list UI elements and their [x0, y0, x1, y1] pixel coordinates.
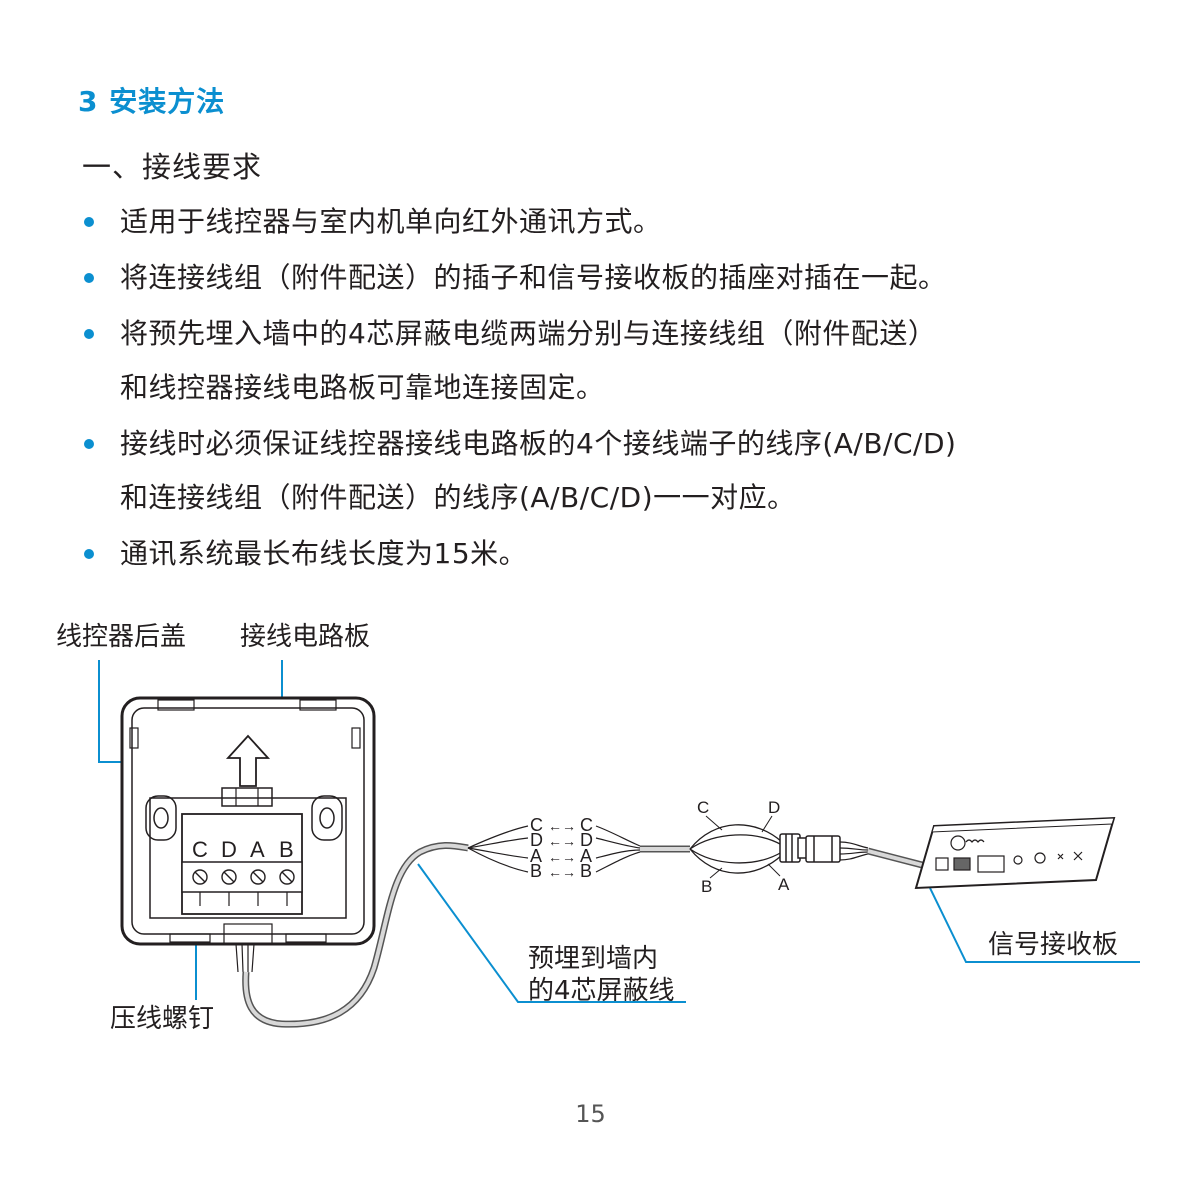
map-left-a: A	[530, 846, 542, 866]
bullet-dot-icon	[84, 273, 94, 283]
bullet-dot-icon	[84, 439, 94, 449]
page-number: 15	[575, 1100, 606, 1128]
terminal-label-d: D	[221, 837, 237, 862]
receiver-wires	[839, 841, 869, 861]
section-title: 3 安装方法	[78, 85, 226, 118]
map-arrow: ←→	[548, 833, 576, 849]
map-arrow: ←→	[548, 818, 576, 834]
map-right-a: A	[580, 846, 592, 866]
bundle-label-leaders	[705, 815, 781, 879]
list-item: 将预先埋入墙中的4芯屏蔽电缆两端分别与连接线组（附件配送） 和线控器接线电路板可靠…	[82, 307, 1142, 415]
terminal-label-b: B	[279, 837, 294, 862]
list-item-text: 将连接线组（附件配送）的插子和信号接收板的插座对插在一起。	[120, 261, 947, 294]
circuit-board-label: 接线电路板	[240, 622, 371, 652]
screws-label: 压线螺钉	[110, 1004, 215, 1034]
list-item: 通讯系统最长布线长度为15米。	[82, 527, 1142, 581]
receiver-leader	[929, 887, 1140, 963]
list-item: 适用于线控器与室内机单向红外通讯方式。	[82, 195, 1142, 249]
cable-wire-ends	[467, 825, 529, 873]
bullet-dot-icon	[84, 329, 94, 339]
list-item-text: 适用于线控器与室内机单向红外通讯方式。	[120, 205, 662, 238]
terminal-label-c: C	[192, 837, 208, 862]
map-right-b: B	[580, 861, 592, 881]
cable-label-line1: 预埋到墙内	[528, 944, 659, 974]
bullet-dot-icon	[84, 217, 94, 227]
map-arrow: ←→	[548, 849, 576, 865]
map-left-d: D	[530, 830, 543, 850]
map-right-c: C	[580, 815, 593, 835]
back-cover-leader	[98, 660, 122, 763]
subheading: 一、接线要求	[82, 150, 263, 184]
list-item-text: 和线控器接线电路板可靠地连接固定。	[120, 371, 605, 404]
list-item-text: 接线时必须保证线控器接线电路板的4个接线端子的线序(A/B/C/D)	[120, 427, 957, 460]
controller-back-cover: C D A B	[120, 696, 376, 973]
bundle-labels: C D B A	[697, 798, 790, 896]
back-cover-label: 线控器后盖	[56, 622, 187, 652]
bundle-label-a: A	[778, 875, 790, 894]
map-right-d: D	[580, 830, 593, 850]
harness-wire-ends	[595, 825, 641, 873]
bundle-label-c: C	[697, 798, 709, 817]
map-arrow: ←→	[548, 864, 576, 880]
map-left-c: C	[530, 815, 543, 835]
brand-logo-icon	[950, 835, 985, 851]
harness-bundle	[689, 824, 783, 874]
bundle-label-d: D	[768, 798, 780, 817]
map-left-b: B	[530, 861, 542, 881]
signal-receiver-board	[914, 816, 1116, 890]
receiver-label: 信号接收板	[988, 930, 1119, 960]
receiver-status-icons	[935, 851, 1083, 873]
bullet-dot-icon	[84, 549, 94, 559]
requirements-list: 适用于线控器与室内机单向红外通讯方式。 将连接线组（附件配送）的插子和信号接收板…	[82, 195, 1142, 583]
plug-connector	[779, 833, 841, 863]
list-item: 将连接线组（附件配送）的插子和信号接收板的插座对插在一起。	[82, 251, 1142, 305]
wire-mapping: C D A B ←→ ←→ ←→ ←→ C D A B	[530, 815, 593, 881]
list-item: 接线时必须保证线控器接线电路板的4个接线端子的线序(A/B/C/D) 和连接线组（…	[82, 417, 1142, 525]
terminal-screws	[192, 869, 295, 885]
up-arrow-icon	[225, 734, 271, 787]
terminal-label-a: A	[250, 837, 265, 862]
list-item-text: 和连接线组（附件配送）的线序(A/B/C/D)一一对应。	[120, 481, 796, 514]
cable-leader	[417, 863, 686, 1003]
list-item-text: 将预先埋入墙中的4芯屏蔽电缆两端分别与连接线组（附件配送）	[120, 317, 937, 350]
bundle-label-b: B	[701, 877, 712, 896]
list-item-text: 通讯系统最长布线长度为15米。	[120, 537, 528, 570]
